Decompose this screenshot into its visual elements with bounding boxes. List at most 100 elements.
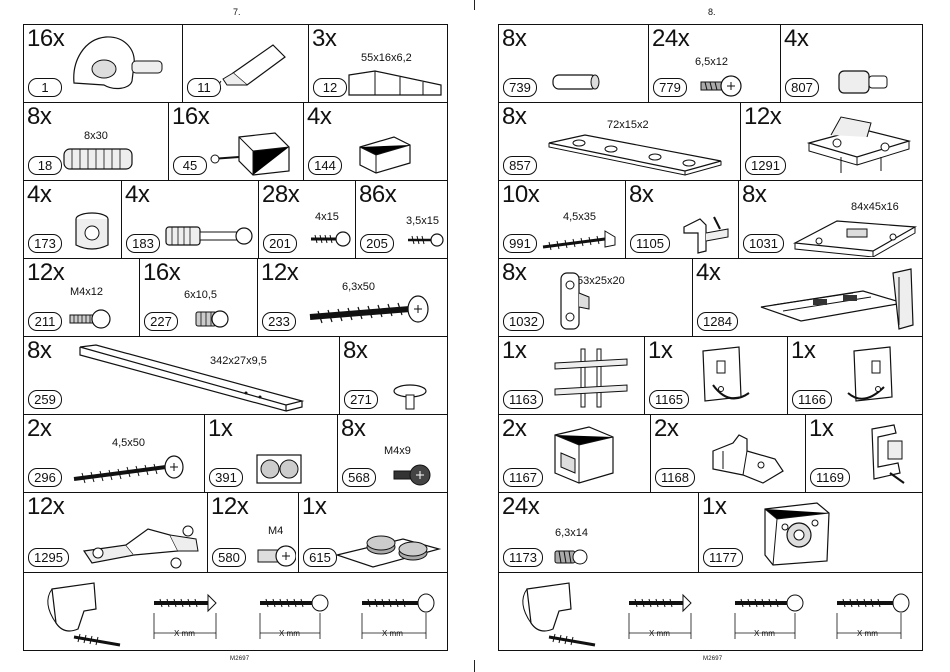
part-qty: 4x <box>696 259 721 286</box>
cam-housing-with-screw-icon <box>47 582 121 647</box>
part-qty: 4x <box>307 103 332 130</box>
part-cell-1169: 1x 1169 <box>806 415 924 492</box>
part-qty: 1x <box>502 337 527 364</box>
part-cell-391: 1x 391 <box>205 415 338 492</box>
part-qty: 4x <box>125 181 150 208</box>
part-qty: 28x <box>262 181 300 208</box>
part-size: 6,5x12 <box>695 56 729 68</box>
center-tick-top <box>474 0 475 10</box>
part-code: 1 <box>28 78 62 97</box>
insert-nut-icon <box>195 310 229 328</box>
part-qty: 12x <box>744 103 782 130</box>
part-code: 1177 <box>703 548 743 567</box>
part-cell-991: 10x 4,5x35 991 <box>499 181 626 258</box>
part-qty: 16x <box>172 103 210 130</box>
footer-code-left: M2697 <box>230 656 250 662</box>
part-code: 1105 <box>630 234 670 253</box>
page-number-left: 7. <box>233 7 241 17</box>
screw-length-gauge-icon <box>836 593 910 639</box>
part-qty: 1x <box>809 415 834 442</box>
hanger-bracket-icon <box>560 272 590 330</box>
parts-row: 8x 342x27x9,5 259 8x 271 <box>24 337 447 415</box>
part-cell-271: 8x 271 <box>340 337 449 414</box>
part-code: 615 <box>303 548 337 567</box>
part-code: 1168 <box>655 468 695 487</box>
part-size: 8x30 <box>84 130 108 142</box>
part-code: 271 <box>344 390 378 409</box>
parts-row: 8x 739 24x 6,5x12 779 4x 807 <box>499 25 922 103</box>
page-number-right: 8. <box>708 7 716 17</box>
part-qty: 8x <box>27 337 52 364</box>
guide-block-icon <box>554 426 614 484</box>
screw-length-row: X mm X mm X mm <box>499 573 922 652</box>
part-cell-183: 4x 183 <box>122 181 259 258</box>
part-cell-1291: 12x 1291 <box>741 103 924 180</box>
parts-row: 10x 4,5x35 991 8x 1105 8x 84x45x16 <box>499 181 922 259</box>
clip-icon <box>554 348 628 408</box>
part-code: 18 <box>28 156 62 175</box>
part-code: 1032 <box>503 312 544 331</box>
hook-plate-icon <box>702 346 750 402</box>
hook-plate-icon <box>847 346 893 402</box>
part-cell-615: 1x 615 <box>299 493 449 572</box>
plastic-cap-icon <box>359 136 411 174</box>
mending-plate-icon <box>548 134 722 176</box>
wood-screw-icon <box>73 455 184 484</box>
part-code: 201 <box>263 234 297 253</box>
part-cell-1032: 8x 53x25x20 1032 <box>499 259 693 336</box>
part-cell-580: 12x M4 580 <box>208 493 299 572</box>
part-code: 296 <box>28 468 62 487</box>
part-qty: 8x <box>502 103 527 130</box>
roller-plate-icon <box>764 502 830 566</box>
center-tick-bottom <box>474 660 475 672</box>
part-cell-568: 8x M4x9 568 <box>338 415 449 492</box>
parts-row: 8x 53x25x20 1032 4x 1284 <box>499 259 922 337</box>
part-size: 4,5x50 <box>112 437 146 449</box>
part-qty: 1x <box>648 337 673 364</box>
cam-lock-icon <box>75 212 109 250</box>
part-qty: 16x <box>143 259 181 286</box>
part-code: 779 <box>653 78 687 97</box>
parts-row: 8x 72x15x2 857 12x 1291 <box>499 103 922 181</box>
glue-tube-icon <box>218 44 286 90</box>
part-qty: 8x <box>629 181 654 208</box>
part-qty: 8x <box>27 103 52 130</box>
part-code: 173 <box>28 234 62 253</box>
part-cell-11: 11 <box>183 25 309 102</box>
part-code: 211 <box>28 312 62 331</box>
part-cell-857: 8x 72x15x2 857 <box>499 103 741 180</box>
part-cell-1163: 1x 1163 <box>499 337 645 414</box>
part-cell-201: 28x 4x15 201 <box>259 181 356 258</box>
part-cell-296: 2x 4,5x50 296 <box>24 415 205 492</box>
part-size: 84x45x16 <box>851 201 899 213</box>
part-cell-1177: 1x 1177 <box>699 493 924 572</box>
part-code: 739 <box>503 78 537 97</box>
part-code: 1165 <box>649 390 689 409</box>
part-qty: 86x <box>359 181 397 208</box>
part-size: 53x25x20 <box>577 275 625 287</box>
part-code: 1163 <box>503 390 543 409</box>
part-cell-144: 4x 144 <box>304 103 449 180</box>
part-cell-211: 12x M4x12 211 <box>24 259 140 336</box>
part-qty: 3x <box>312 25 337 52</box>
length-label: X mm <box>649 629 670 638</box>
part-qty: 1x <box>208 415 233 442</box>
part-qty: 4x <box>27 181 52 208</box>
hinge-icon <box>82 525 199 569</box>
part-code: 391 <box>209 468 243 487</box>
part-cell-807: 4x 807 <box>781 25 924 102</box>
part-cell-205: 86x 3,5x15 205 <box>356 181 449 258</box>
part-cell-1173: 24x 6,3x14 1173 <box>499 493 699 572</box>
part-qty: 2x <box>654 415 679 442</box>
part-qty: 8x <box>502 259 527 286</box>
part-code: 1291 <box>745 156 786 175</box>
shelf-support-icon <box>683 216 729 254</box>
parts-row: 1x 1163 1x 1165 1x <box>499 337 922 415</box>
part-qty: 1x <box>702 493 727 520</box>
part-qty: 8x <box>502 25 527 52</box>
part-code: 233 <box>262 312 296 331</box>
plug-icon <box>838 70 888 94</box>
angle-bracket-screw-icon <box>210 132 290 176</box>
part-code: 1173 <box>503 548 543 567</box>
part-size: 3,5x15 <box>406 215 440 227</box>
